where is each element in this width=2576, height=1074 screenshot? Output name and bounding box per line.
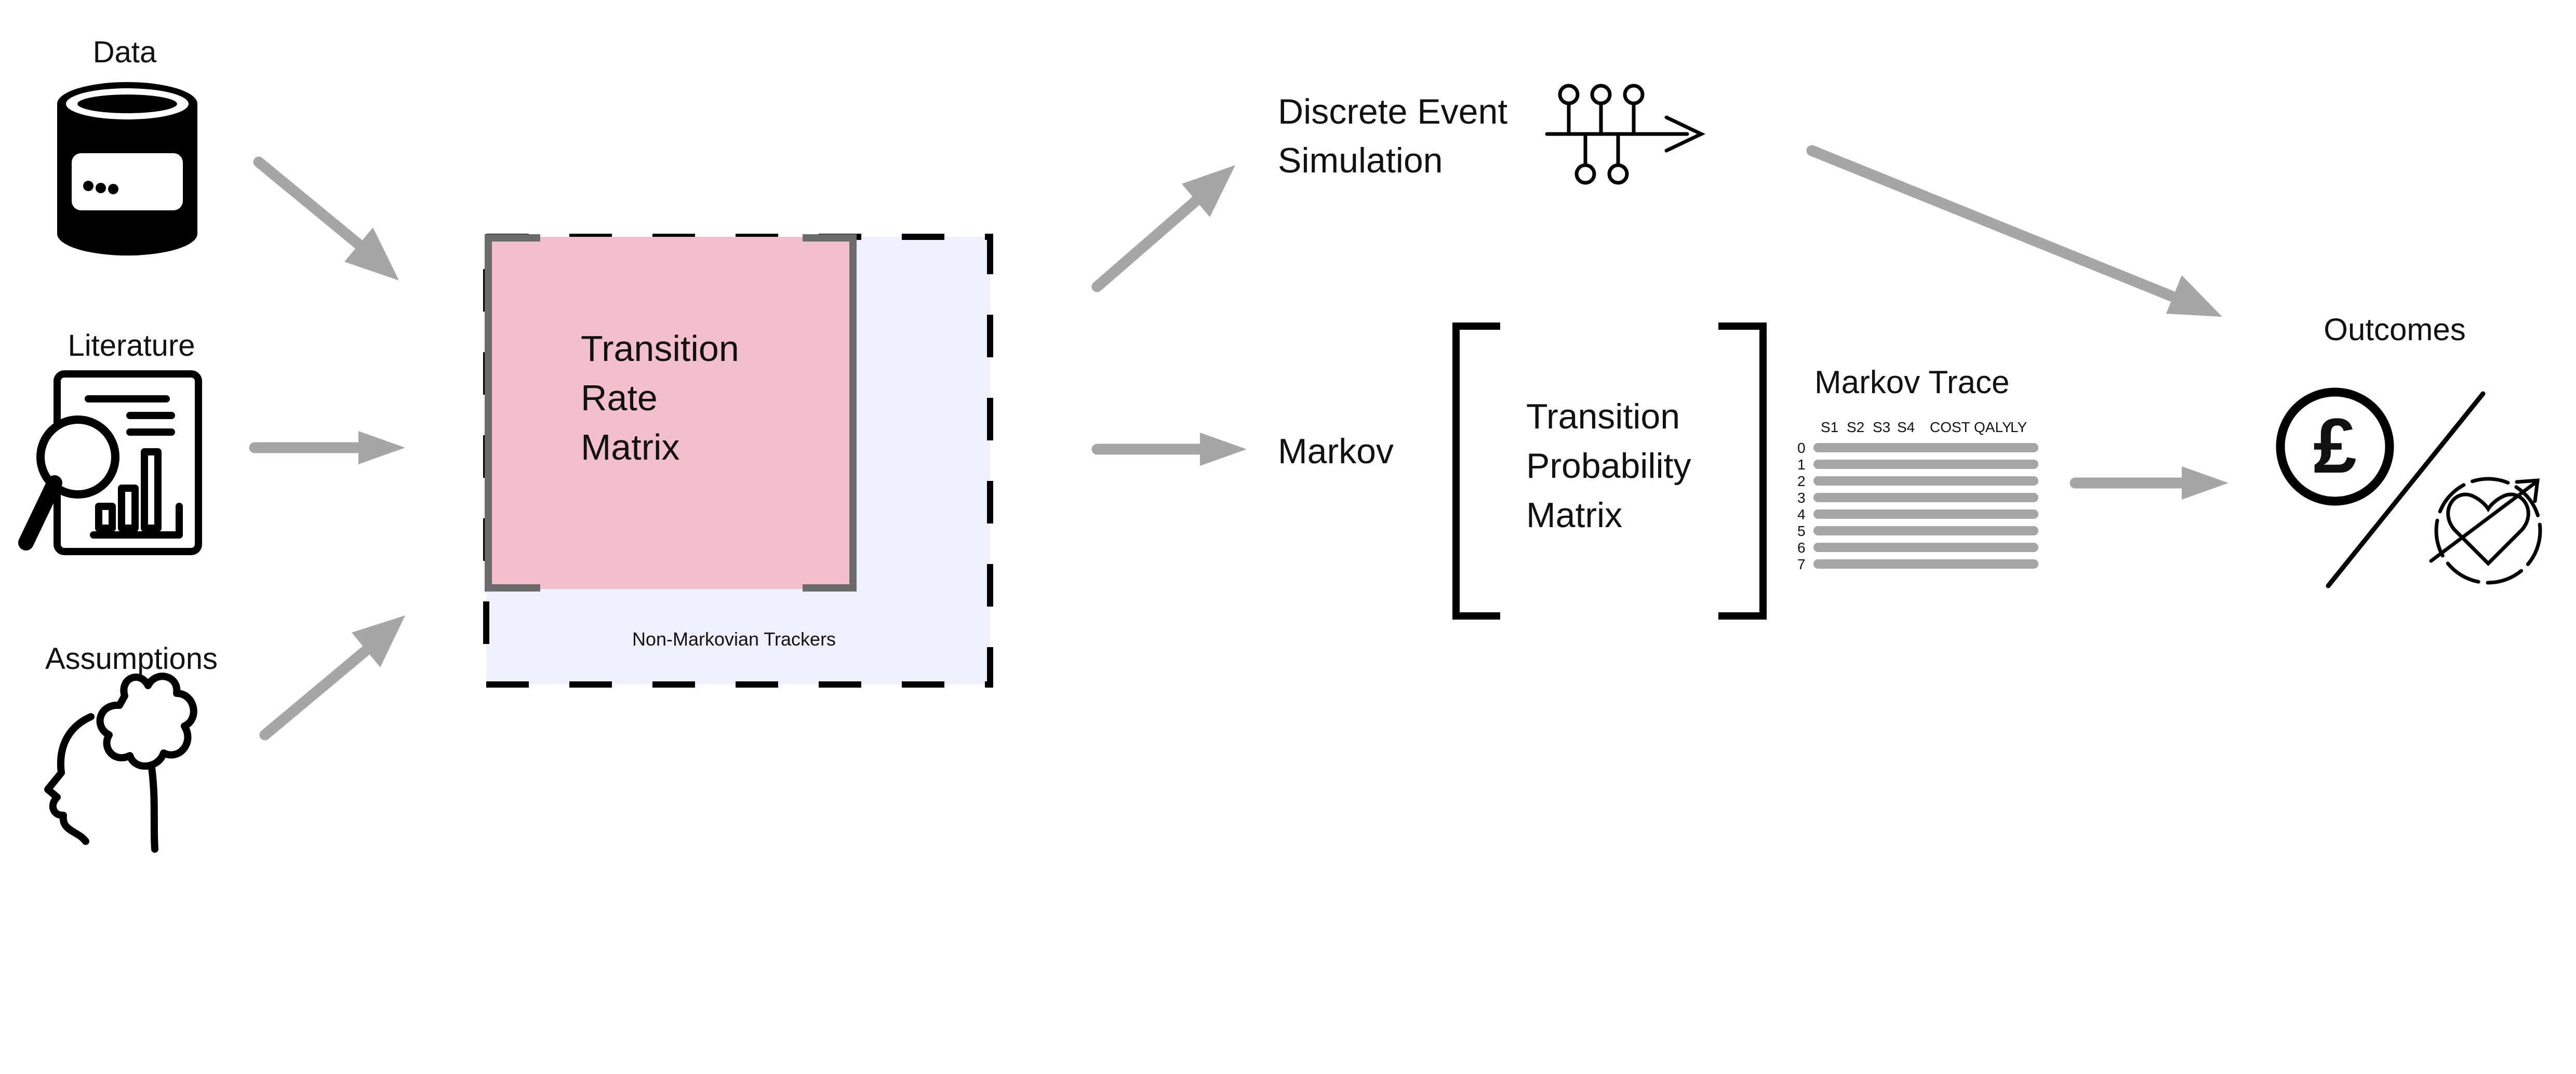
prob-matrix-brackets <box>1452 323 1767 620</box>
des-label: Discrete Event Simulation <box>1278 92 1517 180</box>
trace-row-label: 6 <box>1797 540 1806 556</box>
trace-column-header: QALY <box>1974 419 2012 435</box>
trace-column-header: S1 <box>1821 419 1838 435</box>
pound-coin-icon: £ <box>2276 387 2394 506</box>
timeline-icon <box>1545 84 1706 185</box>
arrow-data-to-matrix <box>253 156 399 280</box>
trace-column-header: S4 <box>1897 419 1915 435</box>
arrow-trace-to-outcomes <box>2070 466 2228 500</box>
trace-column-header: S2 <box>1847 419 1864 435</box>
trace-row-label: 7 <box>1797 556 1806 572</box>
data-label: Data <box>93 35 157 69</box>
literature-label: Literature <box>68 329 195 363</box>
heart-health-icon <box>2429 477 2542 585</box>
trace-column-header: LY <box>2010 419 2027 435</box>
svg-text:£: £ <box>2313 402 2356 489</box>
arrow-matrix-to-des <box>1091 165 1235 292</box>
arrow-matrix-to-markov <box>1091 433 1247 466</box>
assumptions-label: Assumptions <box>45 642 218 676</box>
trace-row-label: 2 <box>1797 473 1806 489</box>
prob-matrix-label: Transition Probability Matrix <box>1526 397 1701 535</box>
trace-row-label: 5 <box>1797 523 1806 539</box>
rate-matrix-label: Transition Rate Matrix <box>581 328 749 467</box>
trace-row-label: 1 <box>1797 457 1806 473</box>
trace-row-label: 0 <box>1797 440 1806 456</box>
database-icon <box>57 82 197 256</box>
literature-report-icon <box>18 370 202 555</box>
markov-trace-title: Markov Trace <box>1814 365 2010 400</box>
head-thought-icon <box>44 673 197 853</box>
markov-label: Markov <box>1278 432 1394 471</box>
trace-column-header: COST <box>1930 419 1970 435</box>
arrow-assumptions-to-matrix <box>259 615 405 741</box>
trace-row-label: 4 <box>1797 506 1806 522</box>
outcomes-label: Outcomes <box>2324 312 2465 347</box>
trace-column-header: S3 <box>1873 419 1890 435</box>
trackers-label: Non-Markovian Trackers <box>632 628 836 650</box>
rate-matrix-brackets <box>485 234 857 592</box>
arrow-literature-to-matrix <box>249 431 405 464</box>
arrow-des-to-outcomes <box>1806 145 2222 317</box>
transition-rate-matrix-box <box>486 237 855 589</box>
outcomes-divider <box>2326 391 2486 588</box>
trace-row-label: 3 <box>1797 490 1806 506</box>
